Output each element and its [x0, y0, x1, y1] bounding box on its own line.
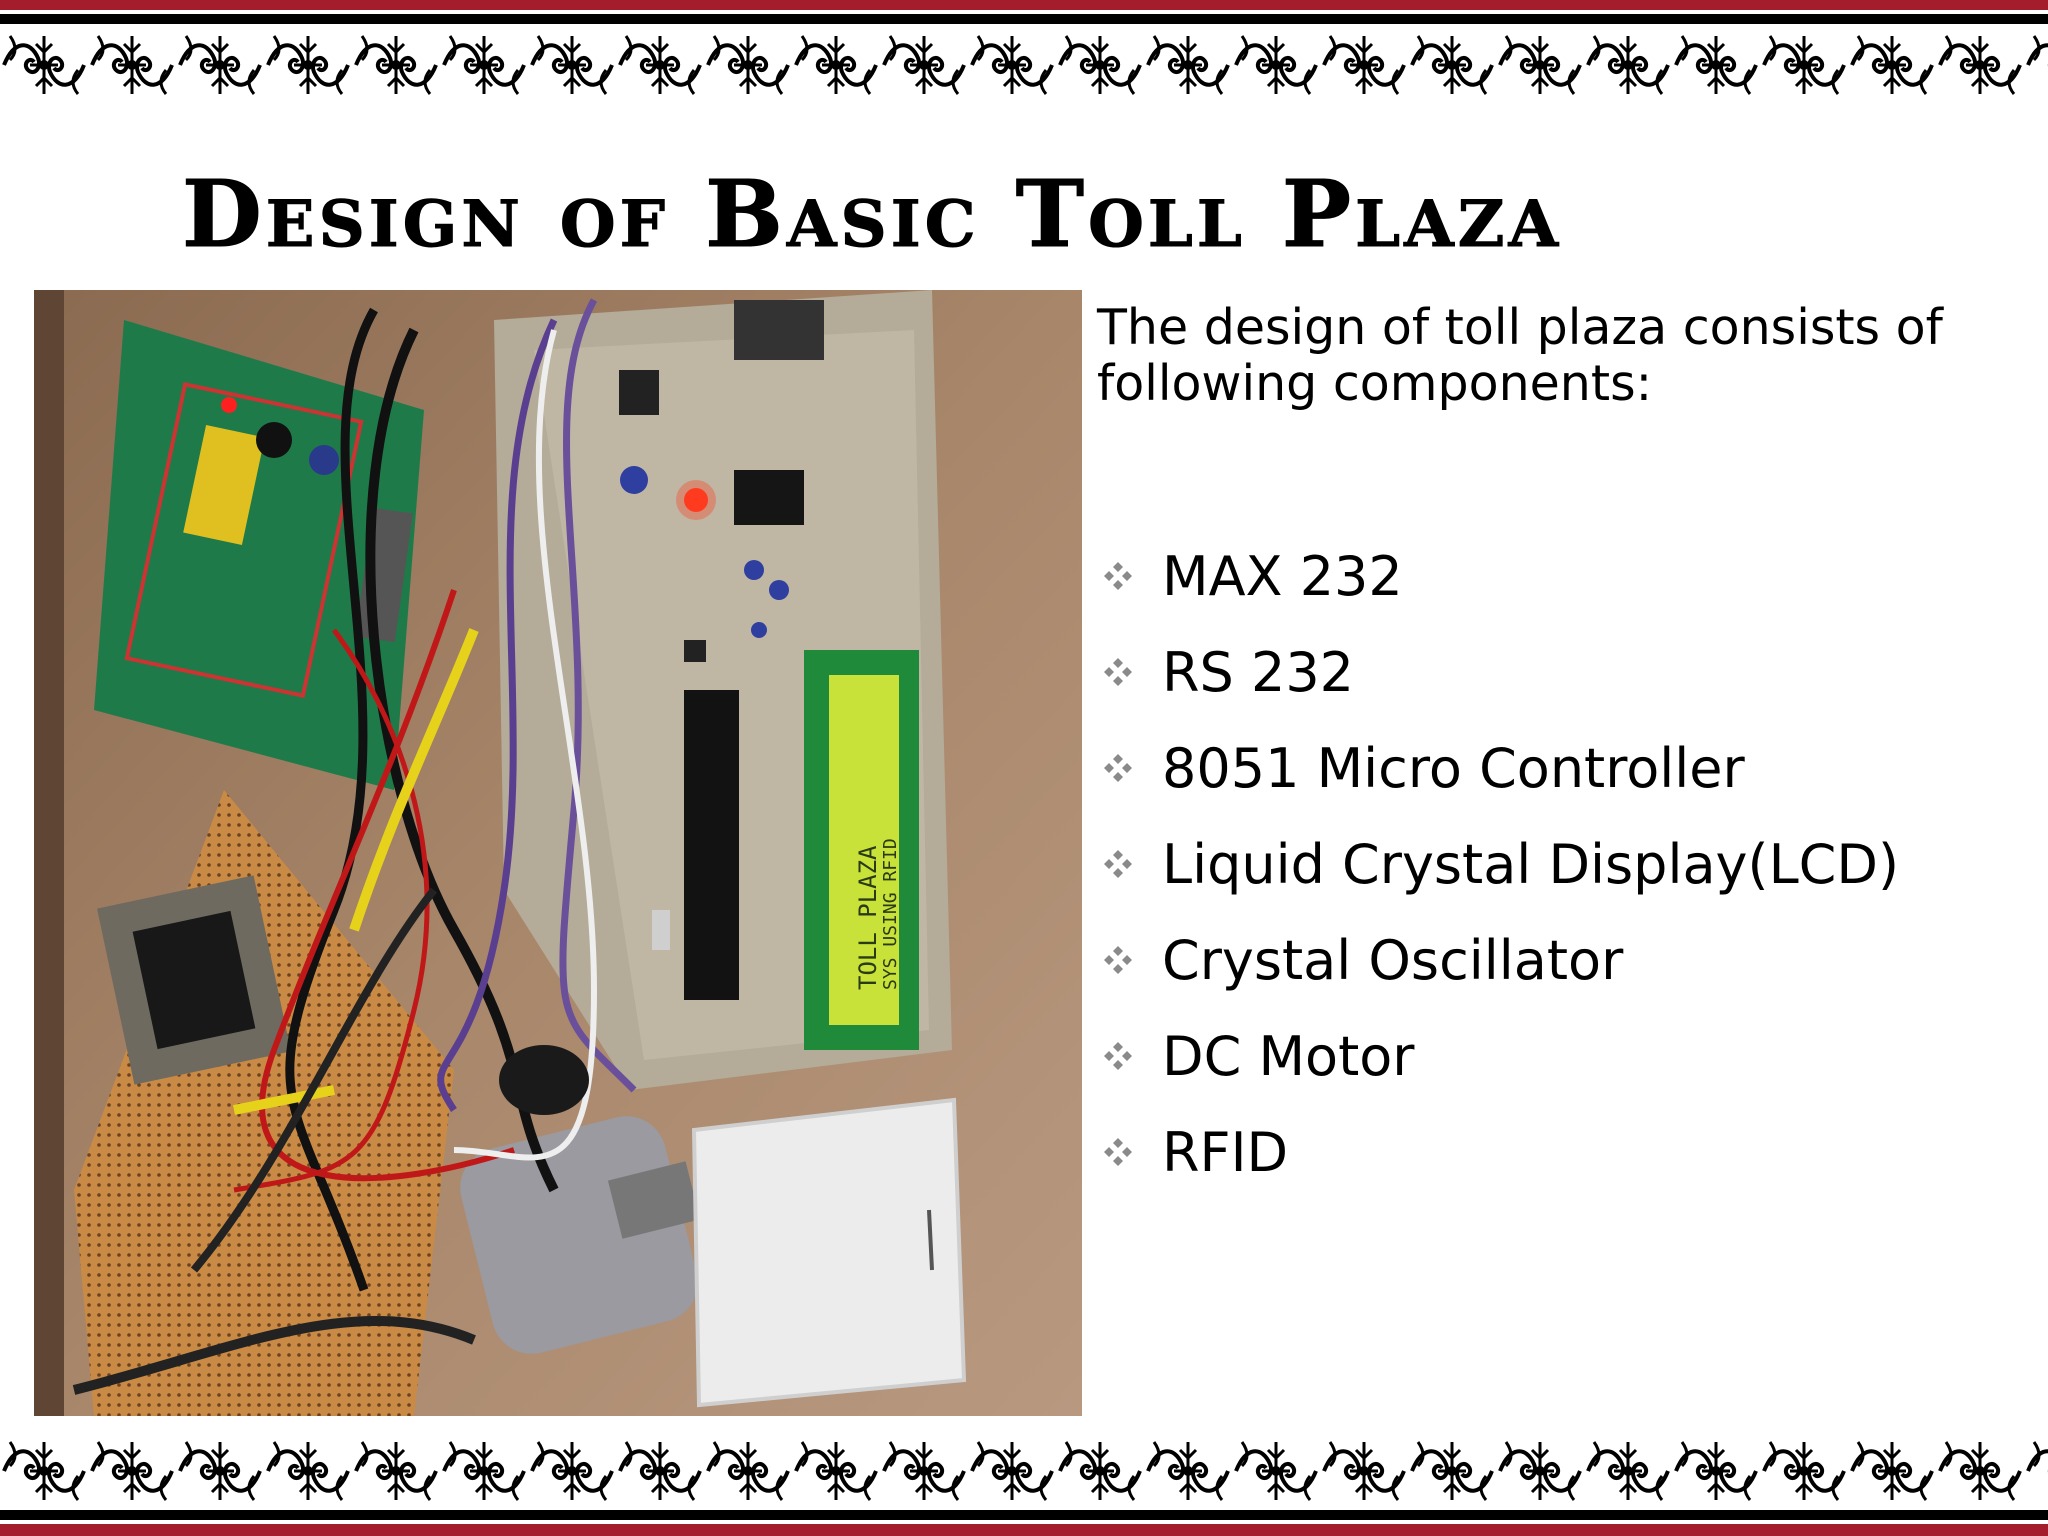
list-item: 8051 Micro Controller — [1100, 720, 1899, 816]
four-diamond-bullet-icon — [1104, 1042, 1132, 1070]
component-label: Liquid Crystal Display(LCD) — [1162, 832, 1900, 896]
intro-text: The design of toll plaza consists of fol… — [1097, 299, 1943, 412]
bottom-red-stripe — [0, 1524, 2048, 1536]
bottom-ornament-band — [0, 1436, 2048, 1506]
lcd-line2: SYS USING RFID — [880, 838, 901, 990]
four-diamond-bullet-icon — [1104, 946, 1132, 974]
four-diamond-bullet-icon — [1104, 1138, 1132, 1166]
component-label: RFID — [1162, 1120, 1289, 1184]
list-item: DC Motor — [1100, 1008, 1899, 1104]
top-black-stripe — [0, 14, 2048, 24]
component-label: MAX 232 — [1162, 544, 1403, 608]
list-item: Crystal Oscillator — [1100, 912, 1899, 1008]
component-list: MAX 232 RS 232 8051 Micro Controller Liq… — [1100, 528, 1899, 1200]
top-red-stripe — [0, 0, 2048, 10]
list-item: MAX 232 — [1100, 528, 1899, 624]
component-label: Crystal Oscillator — [1162, 928, 1624, 992]
component-label: DC Motor — [1162, 1024, 1415, 1088]
top-ornament-band — [0, 30, 2048, 100]
list-item: RS 232 — [1100, 624, 1899, 720]
bottom-black-stripe — [0, 1510, 2048, 1520]
four-diamond-bullet-icon — [1104, 658, 1132, 686]
four-diamond-bullet-icon — [1104, 850, 1132, 878]
four-diamond-bullet-icon — [1104, 754, 1132, 782]
list-item: RFID — [1100, 1104, 1899, 1200]
slide-title: Design of Basic Toll Plaza — [182, 160, 1563, 268]
component-label: 8051 Micro Controller — [1162, 736, 1745, 800]
four-diamond-bullet-icon — [1104, 562, 1132, 590]
circuit-photo: TOLL PLAZA SYS USING RFID — [34, 290, 1082, 1416]
list-item: Liquid Crystal Display(LCD) — [1100, 816, 1899, 912]
component-label: RS 232 — [1162, 640, 1355, 704]
lcd-line1: TOLL PLAZA — [854, 845, 882, 990]
